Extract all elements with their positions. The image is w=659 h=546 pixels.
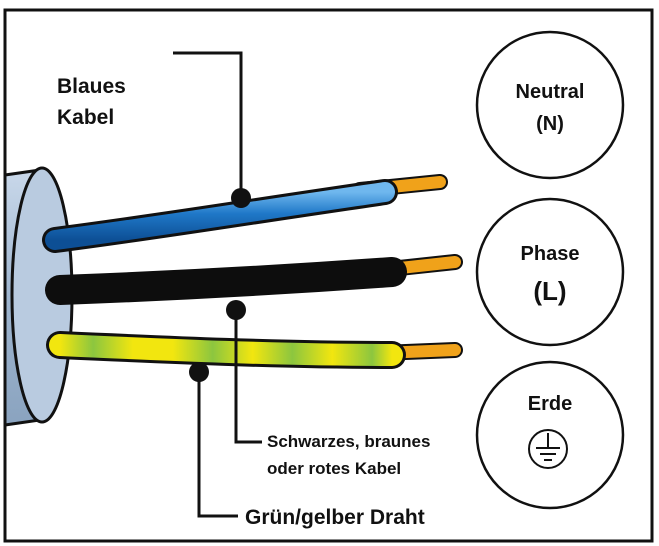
black-wire (45, 254, 463, 305)
neutral-label: Neutral (516, 81, 585, 103)
leader-green (189, 362, 238, 518)
green-yellow-wire (46, 331, 463, 369)
leader-blue (173, 51, 251, 208)
phase-abbrev: (L) (533, 276, 566, 306)
green-wire-label: Grün/gelber Draht (245, 506, 425, 529)
blue-wire (42, 174, 448, 253)
earth-circle: Erde (475, 360, 625, 510)
black-cable-label-line1: Schwarzes, braunes (267, 432, 430, 451)
ground-symbol-icon (528, 429, 568, 469)
earth-label: Erde (528, 393, 572, 415)
leader-black (226, 300, 262, 444)
phase-label: Phase (521, 243, 580, 265)
neutral-abbrev: (N) (536, 113, 564, 135)
blue-cable-label-line2: Kabel (57, 106, 114, 129)
blue-cable-label-line1: Blaues (57, 75, 126, 98)
neutral-circle: Neutral (N) (475, 30, 625, 180)
black-cable-label-line2: oder rotes Kabel (267, 459, 401, 478)
phase-circle: Phase (L) (475, 197, 625, 347)
